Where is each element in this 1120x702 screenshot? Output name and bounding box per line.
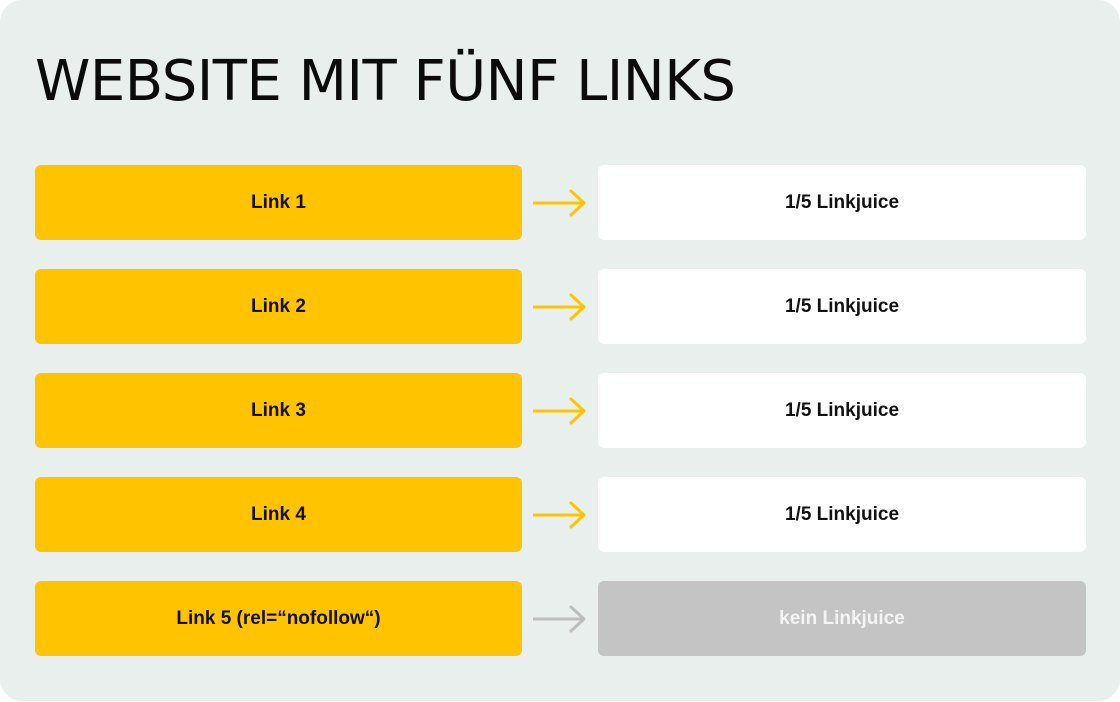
linkjuice-box: 1/5 Linkjuice <box>598 269 1086 344</box>
linkjuice-box: 1/5 Linkjuice <box>598 373 1086 448</box>
link-row-5: Link 5 (rel=“nofollow“) kein Linkjuice <box>35 581 1086 656</box>
arrow-right-icon <box>533 605 586 633</box>
link-box: Link 5 (rel=“nofollow“) <box>35 581 522 656</box>
link-row-3: Link 3 1/5 Linkjuice <box>35 373 1086 448</box>
diagram-title: WEBSITE MIT FÜNF LINKS <box>35 49 736 114</box>
link-rows: Link 1 1/5 Linkjuice Link 2 1/5 Linkjuic… <box>35 165 1086 656</box>
link-row-1: Link 1 1/5 Linkjuice <box>35 165 1086 240</box>
link-box: Link 2 <box>35 269 522 344</box>
arrow-right-icon <box>533 293 586 321</box>
arrow-right-icon <box>533 501 586 529</box>
link-row-4: Link 4 1/5 Linkjuice <box>35 477 1086 552</box>
link-box: Link 4 <box>35 477 522 552</box>
linkjuice-box: 1/5 Linkjuice <box>598 165 1086 240</box>
link-box: Link 1 <box>35 165 522 240</box>
linkjuice-box: 1/5 Linkjuice <box>598 477 1086 552</box>
linkjuice-box: kein Linkjuice <box>598 581 1086 656</box>
link-box: Link 3 <box>35 373 522 448</box>
link-row-2: Link 2 1/5 Linkjuice <box>35 269 1086 344</box>
arrow-right-icon <box>533 189 586 217</box>
arrow-right-icon <box>533 397 586 425</box>
